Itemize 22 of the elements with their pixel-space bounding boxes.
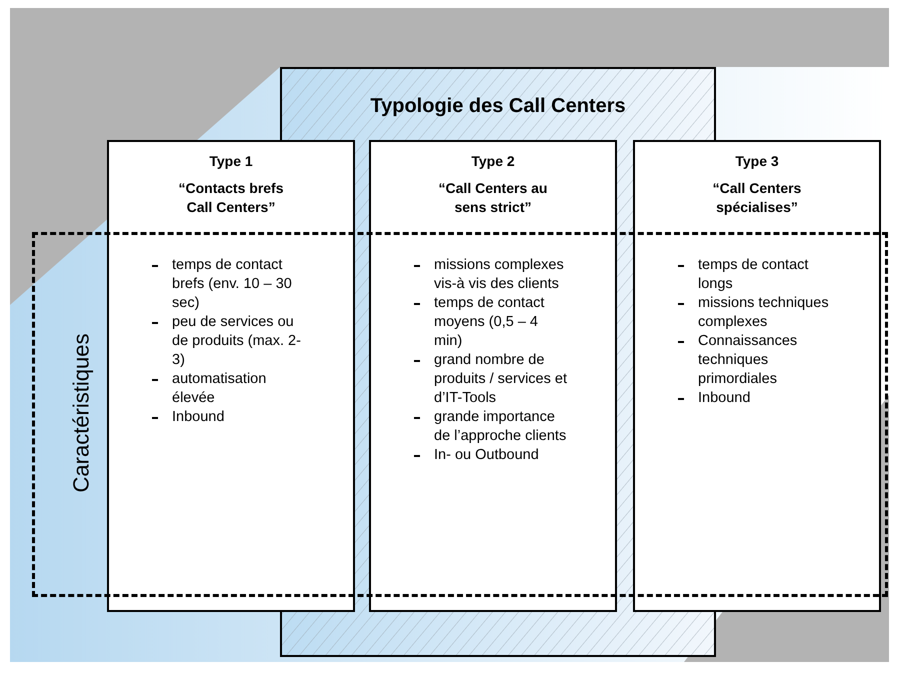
- bullet-text: peu de services ou de produits (max. 2-3): [172, 313, 302, 370]
- type-heading: Type 3: [734, 152, 780, 171]
- band-title: Typologie des Call Centers: [369, 94, 627, 119]
- bullet-text: grande importance de l’approche clients: [434, 408, 568, 446]
- bullet-text: Inbound: [698, 389, 752, 408]
- type-card: [107, 140, 355, 612]
- bullet-text: temps de contact brefs (env. 10 – 30 sec): [172, 256, 293, 313]
- bullet-text: Connaissances techniques primordiales: [698, 332, 798, 389]
- type-card: [633, 140, 881, 612]
- bullet-text: automatisation élevée: [172, 370, 268, 408]
- type-subtitle: “Contacts brefs Call Centers”: [177, 179, 285, 217]
- type-card: [369, 140, 617, 612]
- type-subtitle: “Call Centers au sens strict”: [438, 179, 548, 217]
- type-heading: Type 1: [208, 152, 254, 171]
- dashed-frame: [32, 232, 888, 597]
- type-heading: Type 2: [470, 152, 516, 171]
- bullet-text: In- ou Outbound: [434, 446, 540, 465]
- type-subtitle: “Call Centers spécialises”: [712, 179, 802, 217]
- bullet-text: missions techniques complexes: [698, 294, 830, 332]
- bullet-text: Inbound: [172, 408, 226, 427]
- vertical-label: Caractéristiques: [68, 334, 94, 492]
- bullet-text: temps de contact moyens (0,5 – 4 min): [434, 294, 546, 351]
